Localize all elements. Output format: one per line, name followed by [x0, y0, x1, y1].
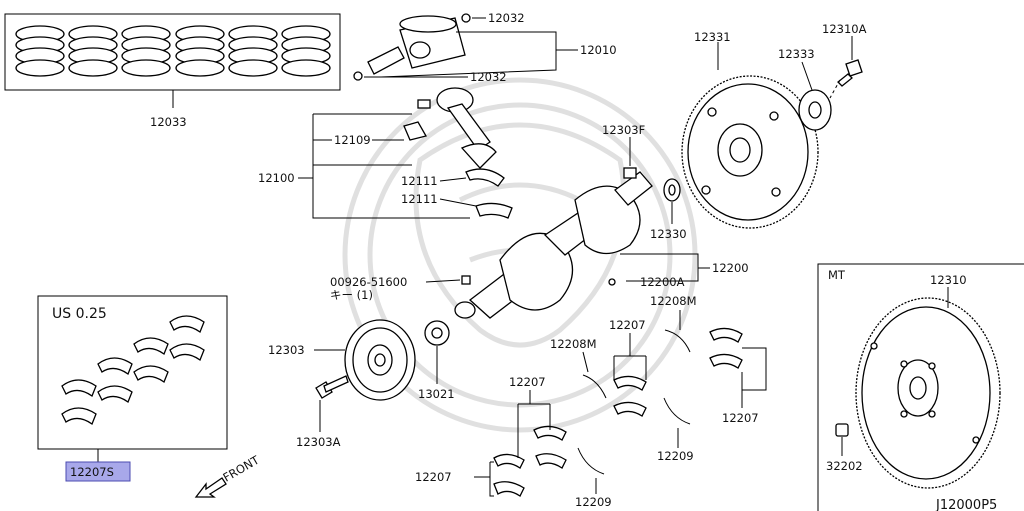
piston-rings-set-icon — [15, 25, 331, 77]
label-pilot-bearing[interactable]: 12303F — [602, 123, 645, 137]
crank-sprocket-icon — [424, 320, 450, 346]
label-flywheel-bolt[interactable]: 12310A — [822, 22, 867, 36]
undersize-bearings-icon — [61, 315, 205, 426]
label-piston-pin-clip-top[interactable]: 12032 — [488, 11, 525, 25]
label-main-bearing-b[interactable]: 12207 — [509, 375, 546, 389]
crankshaft-bolt-icon — [608, 278, 616, 286]
label-highlighted-part[interactable]: 12207S — [70, 465, 114, 479]
flywheel-bolt-icon — [837, 59, 863, 87]
label-piston-pin-clip-bottom[interactable]: 12032 — [470, 70, 507, 84]
label-main-bearing-c[interactable]: 12207 — [722, 411, 759, 425]
mt-pilot-bushing-icon — [835, 423, 849, 437]
pilot-bearing-icon — [623, 167, 637, 179]
label-main-bearing-a[interactable]: 12207 — [609, 318, 646, 332]
highlighted-part-box[interactable] — [65, 461, 131, 482]
piston-pin-clip-top-icon — [461, 13, 471, 23]
pilot-bushing-icon — [663, 178, 681, 202]
label-crank-sprocket[interactable]: 13021 — [418, 387, 455, 401]
label-thrust-washer-lower-a[interactable]: 12209 — [657, 449, 694, 463]
label-thrust-washer-upper-a[interactable]: 12208M — [550, 337, 597, 351]
undersize-bearing-box — [37, 295, 228, 450]
label-conrod-bolt[interactable]: 12109 — [334, 133, 371, 147]
label-crankshaft-bolt[interactable]: 12200A — [640, 275, 685, 289]
label-flywheel-at[interactable]: 12331 — [694, 30, 731, 44]
mt-flywheel-box — [817, 263, 1024, 511]
piston-icon — [399, 15, 466, 69]
label-conrod-bearing-upper[interactable]: 12111 — [401, 174, 438, 188]
label-conrod-assy[interactable]: 12100 — [258, 171, 295, 185]
drive-plate-icon — [681, 75, 819, 229]
label-pilot-bushing[interactable]: 12330 — [650, 227, 687, 241]
label-main-bearing-d[interactable]: 12207 — [415, 470, 452, 484]
label-thrust-washer-lower-b[interactable]: 12209 — [575, 495, 612, 509]
label-conrod-bearing-lower[interactable]: 12111 — [401, 192, 438, 206]
pulley-bolt-icon — [315, 375, 349, 399]
label-piston-rings[interactable]: 12033 — [150, 115, 187, 129]
label-woodruff-key[interactable]: 00926-51600 — [330, 275, 407, 289]
diagram-code: J12000P5 — [935, 498, 997, 511]
label-flywheel-plate[interactable]: 12333 — [778, 47, 815, 61]
undersize-title: US 0.25 — [52, 306, 107, 322]
mt-box-title: MT — [828, 268, 846, 282]
front-arrow-icon — [194, 477, 227, 498]
conrod-bearing-upper-icon — [465, 168, 505, 187]
crankshaft-icon — [454, 171, 653, 319]
conrod-bearing-lower-icon — [475, 202, 513, 219]
thrust-washers-icon — [577, 329, 691, 475]
piston-pin-clip-bottom-icon — [353, 71, 363, 81]
flywheel-mt-icon — [855, 297, 1001, 489]
piston-pin-icon — [367, 46, 405, 75]
label-piston-assy[interactable]: 12010 — [580, 43, 617, 57]
label-pulley-bolt[interactable]: 12303A — [296, 435, 341, 449]
label-mt-pilot-bushing[interactable]: 32202 — [826, 459, 863, 473]
main-bearings-icon — [493, 327, 743, 497]
label-crank-pulley[interactable]: 12303 — [268, 343, 305, 357]
connecting-rod-icon — [436, 87, 497, 169]
woodruff-key-icon — [461, 275, 471, 285]
woodruff-key-note: キー (1) — [330, 288, 373, 302]
flywheel-plate-icon — [798, 89, 832, 131]
label-thrust-washer-upper-b[interactable]: 12208M — [650, 294, 697, 308]
conrod-bolt-icon — [403, 99, 431, 141]
label-crankshaft[interactable]: 12200 — [712, 261, 749, 275]
front-direction-label: FRONT — [221, 452, 263, 484]
crank-pulley-icon — [344, 319, 416, 401]
label-flywheel-mt[interactable]: 12310 — [930, 273, 967, 287]
